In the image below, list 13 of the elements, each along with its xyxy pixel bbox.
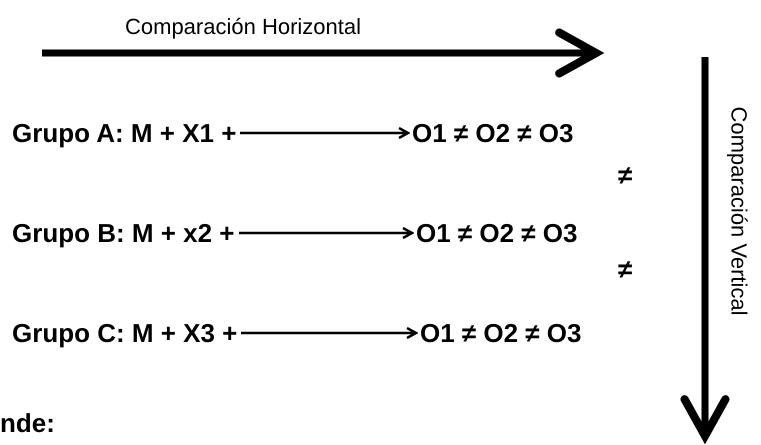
text-label: Grupo C: M + X3 + bbox=[12, 318, 238, 348]
axis-label: Comparación Vertical bbox=[726, 106, 752, 316]
arrow bbox=[240, 126, 410, 140]
text-label: O1 ≠ O2 ≠ O3 bbox=[412, 118, 574, 148]
text-label: O1 ≠ O2 ≠ O3 bbox=[420, 318, 582, 348]
arrow bbox=[239, 226, 414, 240]
inequality-sign: ≠ bbox=[618, 160, 632, 191]
text-label: Grupo B: M + x2 + bbox=[12, 218, 234, 248]
text-label: nde: bbox=[0, 408, 55, 439]
text-label: Grupo A: M + X1 + bbox=[12, 118, 236, 148]
text-label: O1 ≠ O2 ≠ O3 bbox=[416, 218, 578, 248]
inequality-sign: ≠ bbox=[618, 254, 632, 285]
arrow bbox=[241, 326, 418, 340]
